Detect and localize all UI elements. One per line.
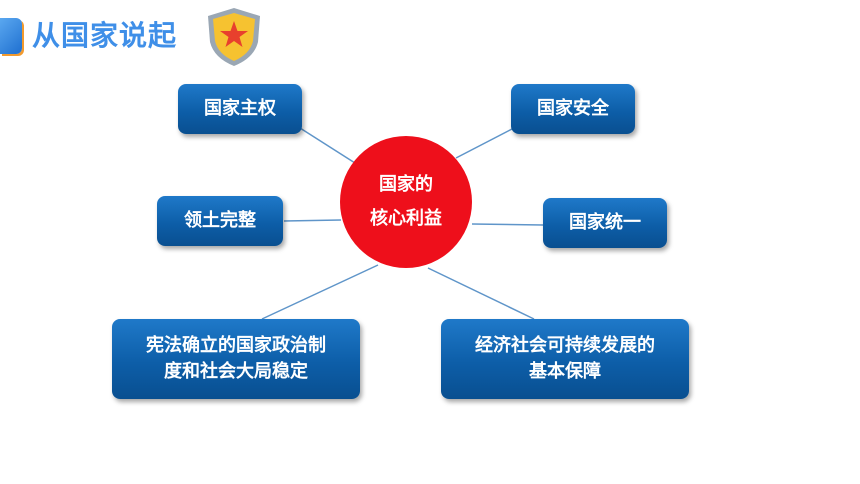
page-title: 从国家说起: [32, 19, 178, 52]
shield-star-icon: [208, 8, 260, 66]
center-line1: 国家的: [379, 173, 433, 195]
link-economy: [427, 267, 535, 320]
header-accent-bar: [0, 18, 22, 54]
node-constitution-line2: 度和社会大局稳定: [164, 361, 308, 382]
node-sovereignty: 国家主权: [178, 84, 302, 134]
node-unification-label: 国家统一: [569, 211, 641, 233]
node-constitution-line1: 宪法确立的国家政治制: [146, 334, 326, 356]
node-sovereignty-label: 国家主权: [204, 97, 276, 119]
node-territory-label: 领土完整: [184, 209, 256, 231]
link-sovereignty: [299, 127, 356, 164]
node-economy-line1: 经济社会可持续发展的: [475, 334, 655, 356]
link-territory: [283, 219, 342, 222]
center-core-interests: 国家的 核心利益: [340, 136, 472, 268]
node-territory: 领土完整: [157, 196, 283, 246]
center-line2: 核心利益: [370, 208, 442, 229]
node-unification: 国家统一: [543, 198, 667, 248]
node-security-label: 国家安全: [537, 97, 609, 119]
link-constitution: [261, 264, 379, 320]
node-economy: 经济社会可持续发展的 基本保障: [441, 319, 689, 399]
node-economy-line2: 基本保障: [529, 361, 601, 382]
link-security: [455, 128, 513, 159]
node-security: 国家安全: [511, 84, 635, 134]
link-unification: [471, 223, 544, 226]
node-constitution: 宪法确立的国家政治制 度和社会大局稳定: [112, 319, 360, 399]
